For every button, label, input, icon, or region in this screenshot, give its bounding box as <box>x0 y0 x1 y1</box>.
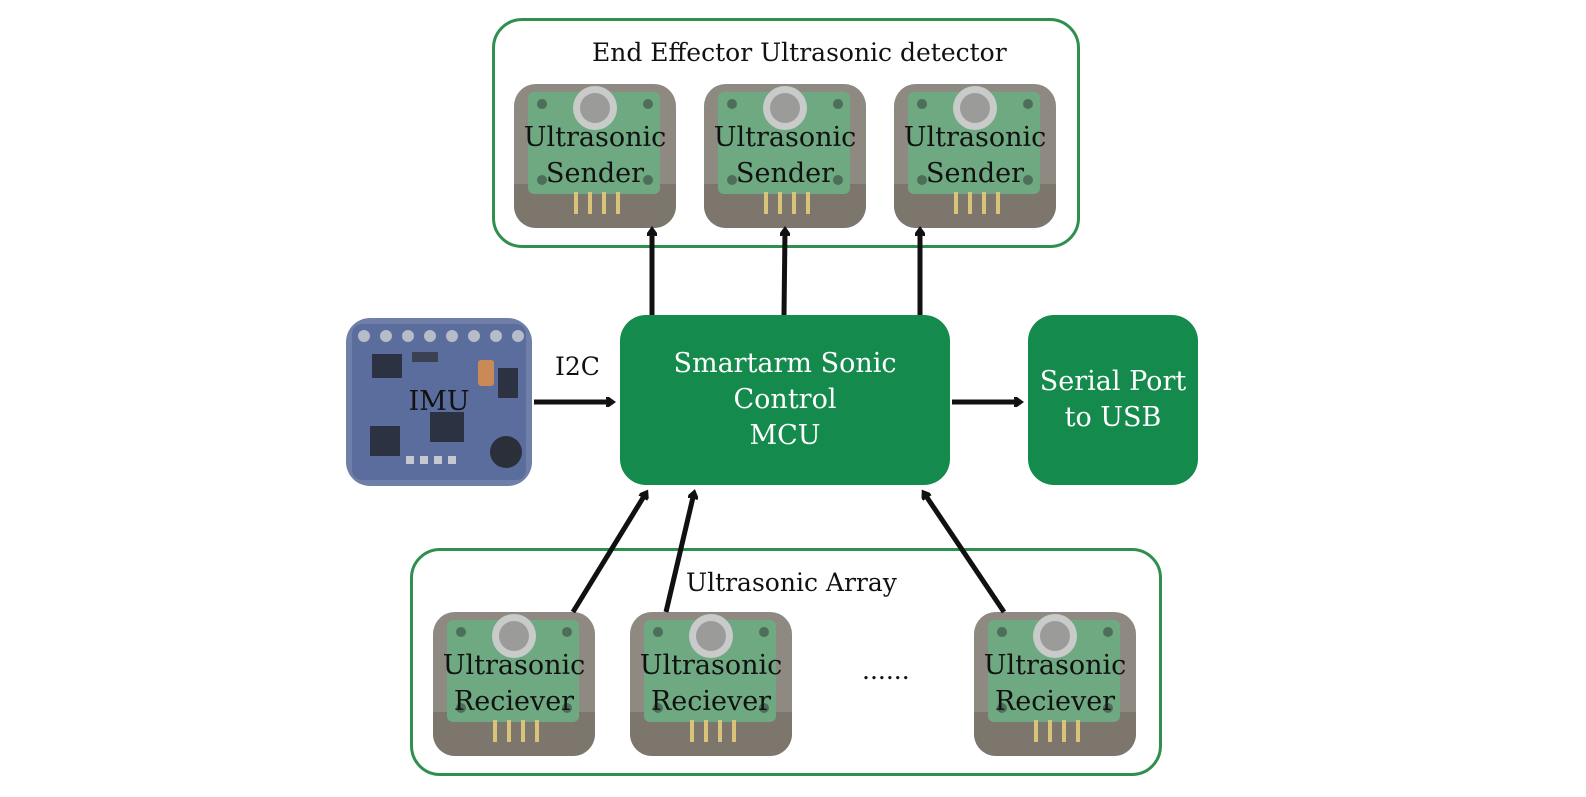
mcu-node: Smartarm Sonic Control MCU <box>620 315 950 485</box>
sensor-board-icon <box>433 612 595 756</box>
end-effector-group-title: End Effector Ultrasonic detector <box>592 38 1007 67</box>
sensor-board-icon <box>630 612 792 756</box>
serial-label-line1: Serial Port <box>1039 366 1187 397</box>
more-receivers-ellipsis: ...... <box>862 656 910 685</box>
sensor-board-icon <box>704 84 866 228</box>
imu-module: IMU <box>346 318 532 486</box>
mcu-label-line2: MCU <box>749 420 821 451</box>
ultrasonic-array-group-title: Ultrasonic Array <box>686 568 897 597</box>
serial-port-node: Serial Port to USB <box>1028 315 1198 485</box>
imu-board-icon <box>346 318 532 486</box>
mcu-label-line1: Smartarm Sonic Control <box>673 348 897 415</box>
imu-label: IMU <box>408 386 470 417</box>
ultrasonic-array-group <box>410 548 1162 776</box>
i2c-edge-label: I2C <box>555 352 600 381</box>
serial-label-line2: to USB <box>1064 402 1162 433</box>
sensor-board-icon <box>894 84 1056 228</box>
sensor-board-icon <box>974 612 1136 756</box>
sensor-board-icon <box>514 84 676 228</box>
